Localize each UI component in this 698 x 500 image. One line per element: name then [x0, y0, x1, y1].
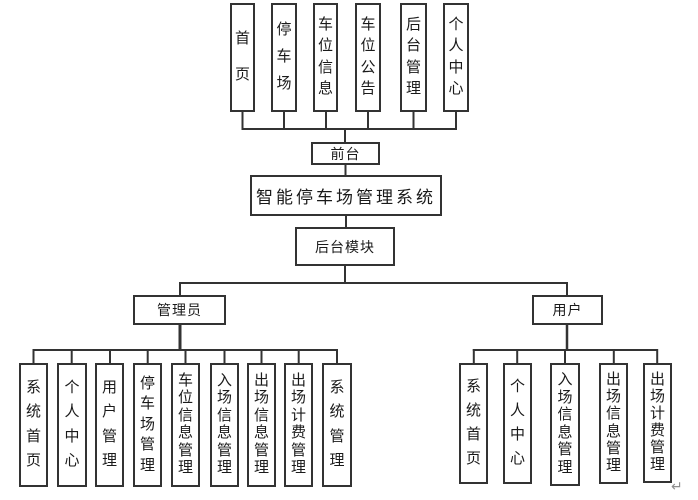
node-admin-exit-billing-mgmt: 出场计费管理: [284, 363, 313, 487]
node-user-exit-info-mgmt: 出场信息管理: [599, 363, 628, 484]
node-admin-parking-lot-mgmt: 停车场管理: [133, 363, 162, 487]
node-system-title: 智能停车场管理系统: [250, 175, 442, 216]
node-admin-system-mgmt: 系统管理: [322, 363, 352, 487]
node-menu-space-notice: 车位公告: [355, 3, 381, 112]
node-menu-parking-lot: 停车场: [271, 3, 297, 112]
node-user-exit-billing-mgmt: 出场计费管理: [643, 363, 672, 483]
node-admin-entry-info-mgmt: 入场信息管理: [210, 363, 239, 487]
node-user-entry-info-mgmt: 入场信息管理: [550, 363, 580, 486]
node-user-system-home: 系统首页: [459, 363, 488, 484]
node-admin-system-home: 系统首页: [19, 363, 48, 487]
node-menu-personal-center: 个人中心: [443, 3, 469, 112]
node-menu-home: 首页: [230, 3, 255, 112]
node-menu-space-info: 车位信息: [313, 3, 338, 112]
node-admin-personal-center: 个人中心: [57, 363, 87, 487]
node-admin-user-mgmt: 用户管理: [95, 363, 124, 487]
node-menu-admin-panel: 后台管理: [400, 3, 427, 112]
node-backend-module: 后台模块: [295, 227, 395, 266]
node-admin-space-info-mgmt: 车位信息管理: [171, 363, 200, 487]
node-user-role: 用户: [532, 295, 603, 325]
node-user-personal-center: 个人中心: [503, 363, 532, 484]
node-admin-exit-info-mgmt: 出场信息管理: [247, 363, 276, 487]
return-mark: ↵: [671, 479, 683, 495]
node-frontend: 前台: [311, 142, 380, 165]
node-admin-role: 管理员: [133, 295, 226, 325]
